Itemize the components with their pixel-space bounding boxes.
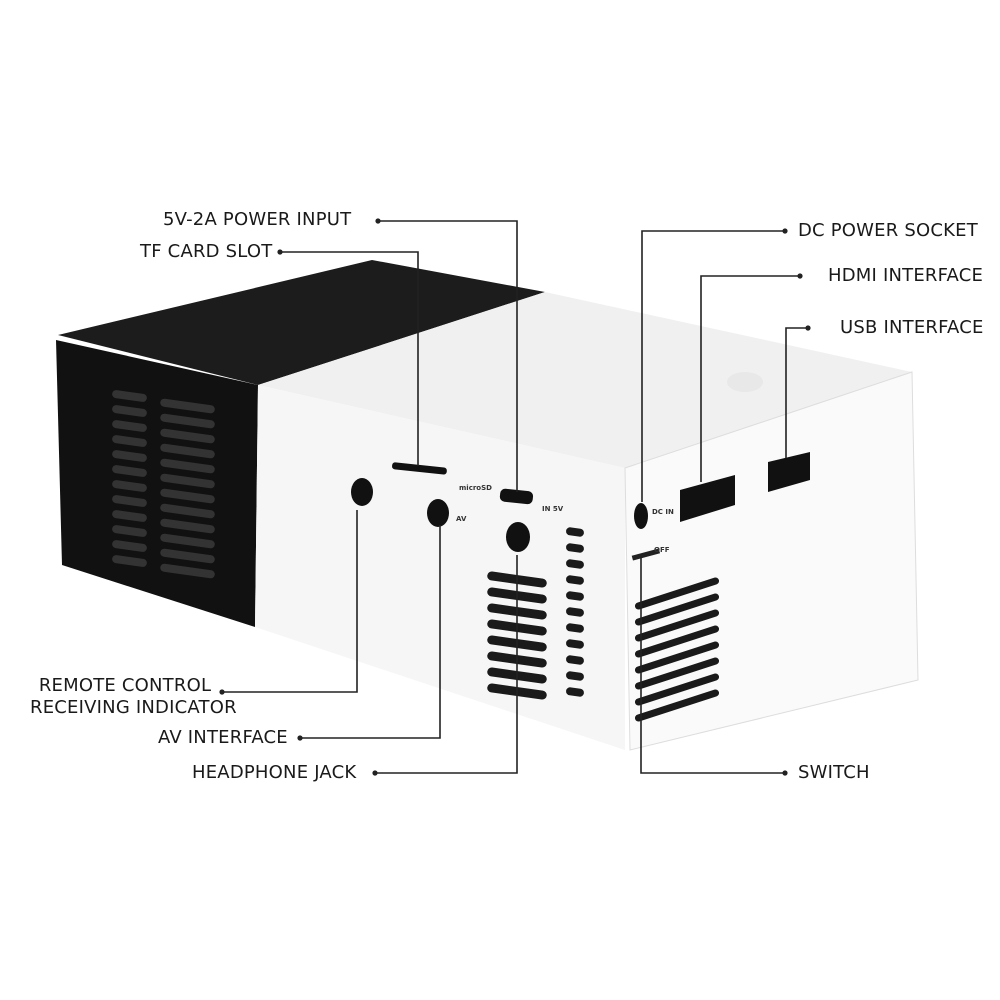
vent-slot (112, 540, 147, 552)
vent-slot (566, 527, 584, 537)
marking-microsd: microSD (459, 484, 492, 492)
vent-slot (112, 525, 147, 537)
vent-slot (566, 575, 584, 585)
label-tf-card-slot: TF CARD SLOT (140, 241, 273, 262)
dc-socket (634, 503, 648, 529)
vent-slot (566, 623, 584, 633)
vent-slot (566, 591, 584, 601)
vent-slot (160, 458, 215, 474)
vent-slot (566, 543, 584, 553)
vent-slot (634, 593, 720, 626)
vent-slot (566, 639, 584, 649)
label-switch: SWITCH (798, 762, 870, 783)
vent-slot (112, 420, 147, 432)
vent-slot (566, 687, 584, 697)
vent-slot (112, 435, 147, 447)
top-black-face (58, 260, 545, 385)
label-headphone-jack: HEADPHONE JACK (192, 762, 357, 783)
vent-slot (160, 413, 215, 429)
power-switch (631, 548, 661, 561)
label-remote-indicator: REMOTE CONTROL RECEIVING INDICATOR (30, 675, 237, 719)
vent-slot (112, 495, 147, 507)
vent-slot (112, 450, 147, 462)
vent-slot (566, 607, 584, 617)
vent-slot (160, 443, 215, 459)
top-white-face (258, 292, 912, 468)
marking-av: AV (456, 515, 467, 523)
vent-slot (112, 405, 147, 417)
vent-slot (634, 657, 720, 690)
label-av-interface: AV INTERFACE (158, 727, 288, 748)
label-dc-power-socket: DC POWER SOCKET (798, 220, 978, 241)
vent-slot (566, 655, 584, 665)
vent-slot (160, 398, 215, 414)
side-white-face (624, 371, 919, 751)
label-remote-line1: REMOTE CONTROL (38, 675, 212, 696)
front-black-face (56, 340, 258, 627)
hdmi-port (680, 475, 735, 522)
micro-usb-port (499, 488, 534, 505)
lens-window (727, 372, 763, 392)
vent-slot (634, 689, 720, 722)
label-hdmi-interface: HDMI INTERFACE (828, 265, 984, 286)
vent-slot (634, 673, 720, 706)
vent-slot (634, 641, 720, 674)
usb-port (768, 452, 810, 492)
label-usb-interface: USB INTERFACE (840, 317, 984, 338)
vent-slot (160, 473, 215, 489)
vent-slot (160, 518, 215, 534)
vent-slot (566, 559, 584, 569)
label-remote-line2: RECEIVING INDICATOR (30, 697, 237, 718)
vent-slot (160, 503, 215, 519)
vent-slot (634, 609, 720, 642)
marking-off: OFF (654, 546, 670, 554)
callout-lines (222, 220, 808, 774)
headphone-jack (506, 522, 530, 552)
vent-slot (112, 480, 147, 492)
label-power-input: 5V-2A POWER INPUT (163, 209, 352, 230)
vent-slot (112, 555, 147, 567)
marking-dcin: DC IN (652, 508, 674, 516)
vent-slot (634, 625, 720, 658)
marking-in5v: IN 5V (542, 505, 564, 513)
vent-slot (112, 510, 147, 522)
vent-slot (112, 465, 147, 477)
vent-slot (160, 548, 215, 564)
tf-card-slot (392, 462, 447, 475)
av-jack (427, 499, 449, 527)
vent-slot (112, 390, 147, 402)
callout-dots (219, 218, 811, 776)
vent-slot (160, 488, 215, 504)
vent-slot (160, 563, 215, 579)
vent-slot (160, 428, 215, 444)
vent-slot (634, 577, 720, 610)
vent-slot (160, 533, 215, 549)
remote-indicator (351, 478, 373, 506)
vent-slot (566, 671, 584, 681)
